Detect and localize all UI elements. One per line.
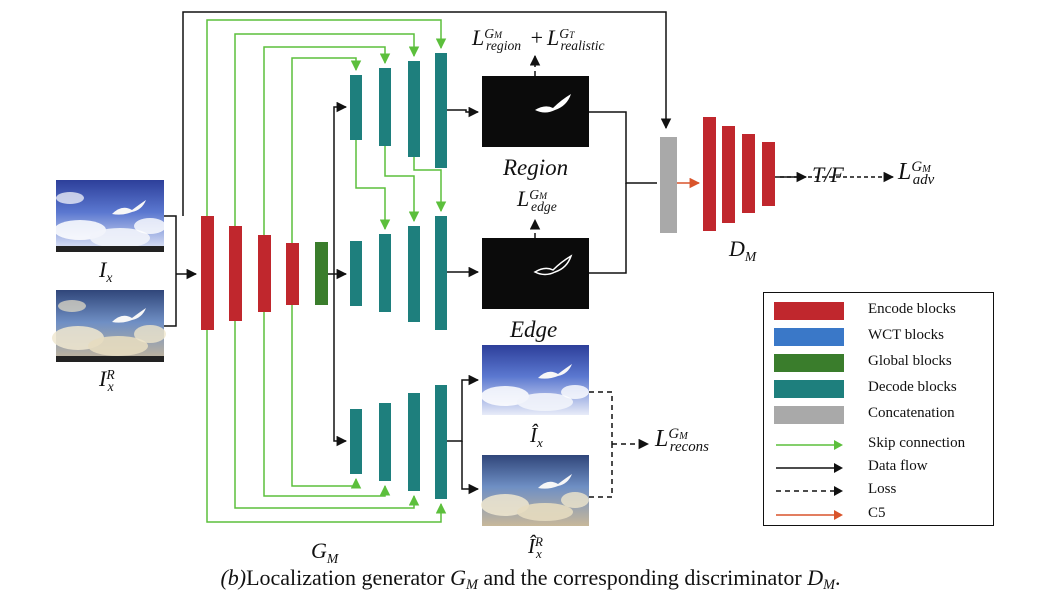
- discriminator-input-lines: [182, 11, 672, 274]
- legend-label: Decode blocks: [868, 379, 957, 395]
- input-image-photo: [54, 180, 166, 252]
- legend-label: Loss: [868, 481, 897, 497]
- loss-arrows: [529, 54, 895, 498]
- loss-edge-label: LGMedge: [517, 186, 557, 214]
- edge-label: Edge: [510, 317, 558, 342]
- discriminator-label: DM: [729, 236, 757, 264]
- encode-block: [722, 126, 735, 223]
- legend-item: Decode blocks: [764, 379, 993, 401]
- recon-reference-image-photo: [481, 455, 589, 526]
- legend-item: WCT blocks: [764, 327, 993, 349]
- encode-block: [703, 117, 716, 231]
- decode-block: [435, 385, 447, 499]
- decode-block: [408, 393, 420, 491]
- legend-label: C5: [868, 505, 886, 521]
- legend-label: Concatenation: [868, 405, 955, 421]
- encode-block-2: [229, 226, 242, 321]
- legend-label: WCT blocks: [868, 327, 944, 343]
- global-block: [315, 242, 328, 305]
- legend-swatch: [774, 354, 844, 372]
- decode-blocks-region: [350, 53, 447, 168]
- legend-arrow-icon: [776, 463, 843, 473]
- discriminator-blocks: [703, 117, 775, 231]
- edge-mask-image: [482, 238, 589, 309]
- legend-arrow-icon: [776, 486, 843, 496]
- decode-block: [379, 403, 391, 481]
- legend-arrow-icon: [776, 440, 843, 450]
- legend-item: Global blocks: [764, 353, 993, 375]
- decode-blocks-recons: [350, 385, 447, 499]
- decode-block: [379, 68, 391, 146]
- decode-blocks-edge: [350, 216, 447, 330]
- legend-item: Concatenation: [764, 405, 993, 427]
- skip-connections-middle: [355, 140, 447, 231]
- loss-recons-label: LGMrecons: [655, 425, 709, 456]
- decode-block: [408, 61, 420, 157]
- decode-block: [379, 234, 391, 312]
- loss-region-realistic-label: LGMregion +LGTrealistic: [472, 25, 605, 53]
- input-image-label: Ix: [99, 257, 113, 285]
- encode-block-4: [286, 243, 299, 305]
- concatenation-block: [660, 137, 677, 233]
- legend-label: Data flow: [868, 458, 928, 474]
- encode-block-3: [258, 235, 271, 312]
- encode-blocks: [201, 216, 299, 330]
- legend-item: C5: [764, 505, 993, 527]
- legend-item: Skip connection: [764, 435, 993, 457]
- legend-label: Global blocks: [868, 353, 952, 369]
- encode-block: [742, 134, 755, 213]
- recon-image-label: Îx: [530, 423, 543, 450]
- region-mask-image: [482, 76, 589, 147]
- skip-connections-top: [206, 19, 447, 243]
- legend-label: Skip connection: [868, 435, 966, 451]
- region-output-lines: [447, 106, 480, 495]
- recon-reference-image-label: ÎRx: [528, 533, 543, 561]
- legend-arrow-icon: [776, 510, 843, 520]
- loss-adv-label: LGMadv: [898, 158, 935, 189]
- decode-block: [408, 226, 420, 322]
- decode-block: [435, 216, 447, 330]
- true-false-label: T/F: [812, 162, 844, 187]
- legend-item: Encode blocks: [764, 301, 993, 323]
- legend-item: Loss: [764, 481, 993, 503]
- input-reference-image-photo: [52, 290, 166, 362]
- legend-label: Encode blocks: [868, 301, 956, 317]
- decode-block: [435, 53, 447, 168]
- figure-caption: (b)Localization generator GM and the cor…: [220, 565, 841, 594]
- recon-image-photo: [481, 345, 589, 415]
- decode-block: [350, 409, 362, 474]
- generator-label: GM: [311, 538, 339, 566]
- legend-swatch: [774, 406, 844, 424]
- encode-block: [762, 142, 775, 206]
- legend-swatch: [774, 328, 844, 346]
- legend-swatch: [774, 380, 844, 398]
- decode-block: [350, 241, 362, 306]
- input-flow-lines: [164, 215, 198, 327]
- region-label: Region: [503, 155, 569, 180]
- decode-block: [350, 75, 362, 140]
- legend-swatch: [774, 302, 844, 320]
- skip-connections-bottom: [206, 305, 447, 523]
- input-reference-image-label: IRx: [99, 366, 115, 394]
- generator-branch-lines: [328, 101, 348, 447]
- legend-item: Data flow: [764, 458, 993, 480]
- encode-block-1: [201, 216, 214, 330]
